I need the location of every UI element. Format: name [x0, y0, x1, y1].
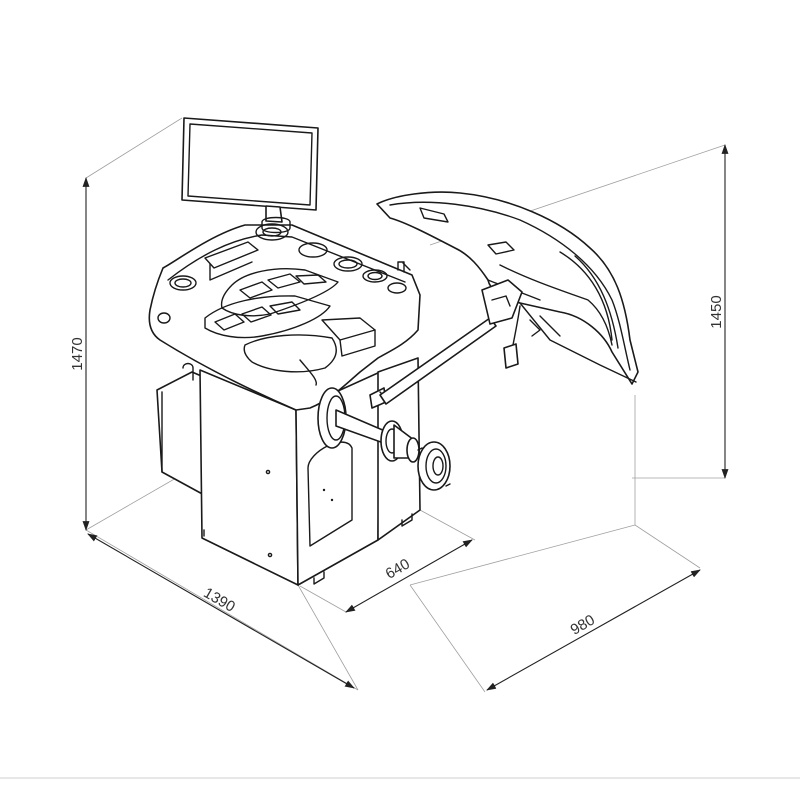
dimension-1470: 1470 [69, 177, 90, 531]
dimension-980-label: 980 [568, 611, 598, 638]
dimension-980: 980 [486, 569, 701, 691]
hood-arm [379, 317, 497, 405]
rear-housing [156, 362, 207, 497]
tool-tray [148, 223, 421, 411]
dimension-1450-label: 1450 [708, 295, 725, 328]
balancing-shaft [317, 387, 451, 491]
dimension-640-label: 640 [383, 555, 413, 582]
monitor [181, 117, 319, 234]
dimension-1450: 1450 [708, 144, 729, 479]
dimension-1470-label: 1470 [69, 337, 86, 370]
dimension-1390-label: 1390 [201, 584, 238, 615]
wheel-guard [376, 191, 639, 385]
dimension-640: 640 [345, 539, 473, 613]
